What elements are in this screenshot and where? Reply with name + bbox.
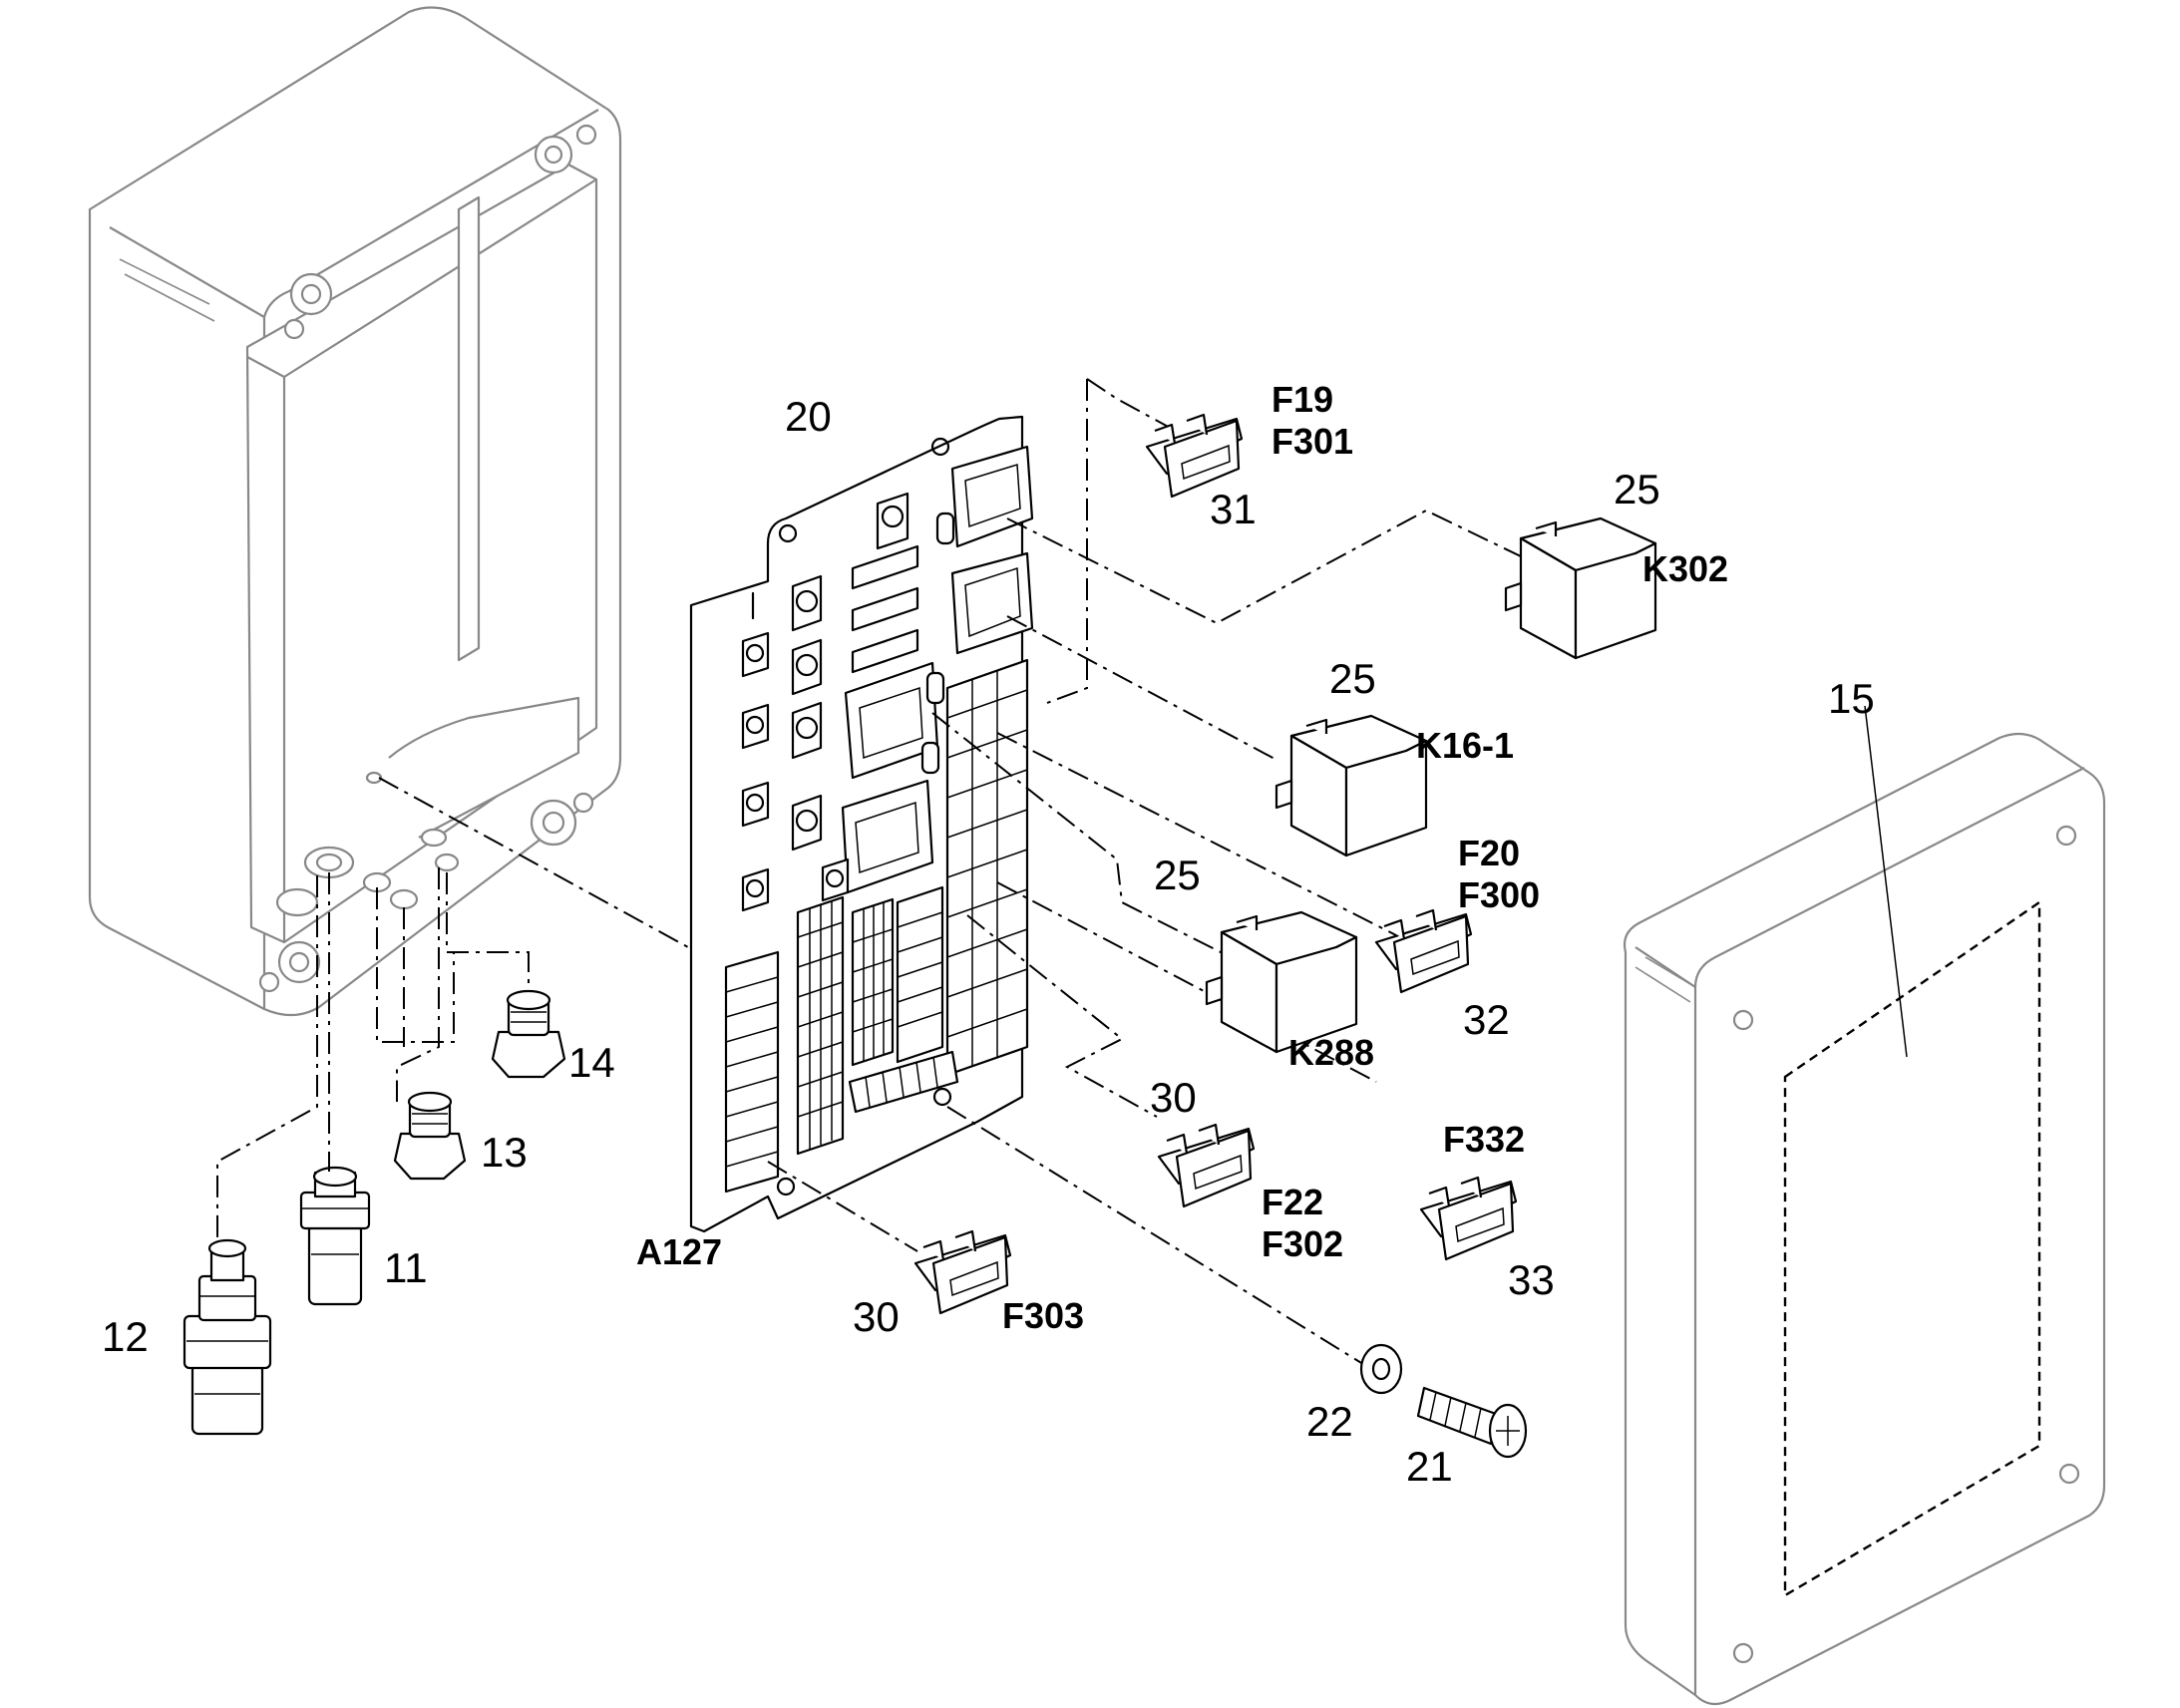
ref-a127: A127	[636, 1231, 722, 1272]
relay-k302	[1504, 516, 1657, 660]
callout-30-f303: 30	[853, 1293, 900, 1340]
callout-leaders	[1864, 705, 1908, 1058]
ref-k302: K302	[1642, 548, 1728, 589]
fuse-30-f303	[913, 1229, 1012, 1315]
ref-k288: K288	[1288, 1032, 1374, 1073]
fuse-33	[1419, 1176, 1518, 1261]
relay-k288	[1205, 910, 1358, 1054]
callout-22: 22	[1306, 1398, 1353, 1445]
ref-f302: F302	[1262, 1223, 1343, 1264]
callout-14: 14	[568, 1039, 615, 1086]
callout-15: 15	[1828, 675, 1875, 722]
plug-14	[491, 989, 566, 1079]
callout-25-k288: 25	[1154, 852, 1201, 898]
callout-30-f22: 30	[1150, 1074, 1197, 1121]
ref-f20: F20	[1458, 833, 1520, 873]
callout-13: 13	[481, 1129, 528, 1176]
callout-25-k16-1: 25	[1329, 655, 1376, 702]
circuit-board-a127	[689, 415, 1034, 1233]
ref-f300: F300	[1458, 874, 1540, 915]
fuse-32	[1374, 908, 1473, 994]
cover-15	[1623, 732, 2106, 1706]
labels: 20 F19 F301 31 25 K302 25 K16-1 15 F20 F…	[102, 379, 1875, 1490]
relay-k16-1	[1274, 714, 1428, 857]
washer-22	[1359, 1343, 1403, 1395]
enclosure-box	[88, 6, 622, 1017]
gland-11	[299, 1166, 371, 1306]
ref-f303: F303	[1002, 1295, 1084, 1336]
callout-21: 21	[1406, 1443, 1453, 1490]
ref-k16-1: K16-1	[1416, 725, 1514, 766]
gland-12	[182, 1238, 272, 1436]
ref-f301: F301	[1272, 421, 1353, 462]
fuse-30-f22	[1157, 1123, 1256, 1208]
callout-32: 32	[1463, 996, 1510, 1043]
fuse-31	[1145, 413, 1244, 499]
callout-33: 33	[1508, 1256, 1555, 1303]
ref-f332: F332	[1443, 1119, 1525, 1160]
callout-31: 31	[1210, 486, 1257, 532]
callout-12: 12	[102, 1313, 149, 1360]
callout-20: 20	[785, 393, 832, 440]
leader-lines	[216, 378, 1557, 1367]
callout-11: 11	[384, 1244, 428, 1291]
ref-f22: F22	[1262, 1182, 1323, 1222]
callout-25-k302: 25	[1614, 466, 1660, 512]
screw-21	[1416, 1386, 1528, 1459]
ref-f19: F19	[1272, 379, 1333, 420]
plug-13	[393, 1091, 467, 1181]
